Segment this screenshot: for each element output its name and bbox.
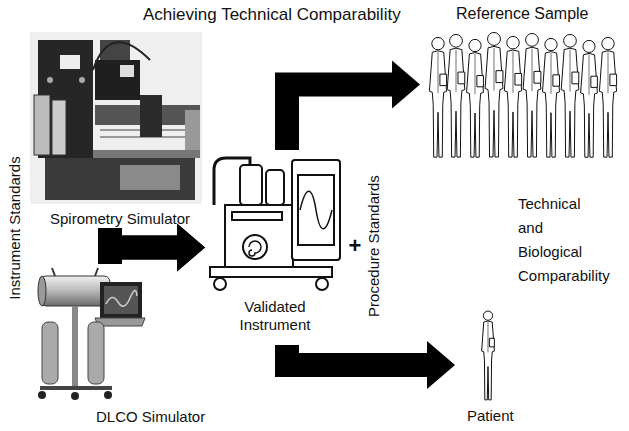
axis-label: Procedure Standards bbox=[365, 175, 383, 317]
validated-instrument-drawing-part bbox=[249, 241, 261, 256]
spirometry-photo-part bbox=[52, 100, 66, 155]
note-text: Technical and Biological Comparability bbox=[518, 192, 629, 288]
spirometry-simulator-label: Spirometry Simulator bbox=[50, 210, 190, 228]
spirometry-photo-part bbox=[140, 95, 162, 137]
dlco-simulator-photo-part bbox=[100, 282, 142, 318]
crowd-drawing-part bbox=[467, 39, 484, 157]
crowd-drawing-part bbox=[542, 38, 559, 157]
axis-label: Instrument Standards bbox=[6, 156, 24, 299]
crowd-drawing bbox=[429, 32, 616, 157]
spirometry-photo-part bbox=[79, 77, 85, 83]
crowd-drawing-part bbox=[429, 37, 446, 157]
spirometry-photo-part bbox=[120, 65, 134, 77]
crowd-drawing-part bbox=[561, 34, 579, 157]
dlco-simulator-photo-part bbox=[38, 276, 46, 306]
dlco-simulator-photo-part bbox=[38, 391, 46, 399]
dlco-simulator: DLCO Simulator bbox=[28, 264, 205, 426]
validated-instrument-drawing-part bbox=[225, 205, 293, 267]
crowd-drawing-part bbox=[485, 32, 503, 157]
validated-instrument-drawing-part bbox=[316, 278, 328, 290]
validated-instrument-label: Validated Instrument bbox=[225, 298, 325, 334]
validated-instrument-drawing-part bbox=[300, 191, 332, 229]
spirometry-photo-part bbox=[120, 165, 180, 190]
block-arrow bbox=[110, 224, 205, 272]
spirometry-simulator: Spirometry Simulator bbox=[28, 30, 203, 228]
plus-sign: + bbox=[345, 233, 365, 259]
arrow-shaft bbox=[110, 248, 177, 265]
dlco-simulator-photo bbox=[38, 268, 145, 400]
spirometry-photo-part bbox=[47, 77, 53, 83]
dlco-simulator-photo-part bbox=[95, 268, 98, 276]
dlco-simulator-photo-part bbox=[88, 322, 104, 384]
spirometry-photo-part bbox=[185, 110, 200, 150]
block-arrow bbox=[287, 61, 420, 151]
dlco-simulator-photo-part bbox=[42, 322, 58, 384]
patient: Patient bbox=[455, 305, 525, 425]
patient-drawing bbox=[482, 311, 495, 400]
validated-instrument-drawing-part bbox=[243, 235, 267, 259]
crowd-drawing-part bbox=[447, 34, 465, 157]
arrow-head bbox=[177, 224, 205, 272]
validated-instrument-drawing-part bbox=[292, 160, 340, 260]
crowd-drawing-part bbox=[504, 36, 521, 157]
block-arrow bbox=[110, 224, 205, 272]
arrow-head bbox=[392, 61, 420, 109]
reference-sample: Reference Sample bbox=[420, 4, 625, 165]
dlco-simulator-label: DLCO Simulator bbox=[96, 408, 205, 426]
crowd-drawing-part bbox=[523, 33, 541, 157]
validated-instrument-drawing-part bbox=[240, 165, 262, 205]
spirometry-photo-part bbox=[95, 60, 140, 100]
block-arrow bbox=[287, 341, 455, 389]
reference-sample-label: Reference Sample bbox=[456, 4, 589, 24]
dlco-simulator-photo-part bbox=[104, 391, 112, 399]
crowd-drawing-part bbox=[599, 37, 616, 157]
spirometry-photo-part bbox=[45, 158, 195, 200]
dlco-simulator-photo-part bbox=[72, 306, 78, 386]
dlco-simulator-photo-part bbox=[71, 392, 79, 400]
spirometry-photo-part bbox=[93, 42, 150, 70]
spirometry-photo-part bbox=[30, 32, 202, 204]
validated-instrument-drawing-part bbox=[266, 170, 284, 205]
validated-instrument-drawing-part bbox=[298, 175, 334, 245]
spirometry-photo-part bbox=[60, 55, 80, 69]
patient-drawing-part bbox=[482, 311, 495, 400]
dlco-simulator-photo-part bbox=[40, 386, 112, 390]
arrow-shaft bbox=[287, 345, 427, 365]
dlco-simulator-photo-part bbox=[52, 268, 55, 276]
arrow-head bbox=[427, 341, 455, 389]
validated-instrument-drawing bbox=[210, 158, 340, 290]
validated-instrument: Validated Instrument bbox=[205, 150, 345, 345]
crowd-drawing-part bbox=[581, 40, 598, 157]
dlco-simulator-photo-part bbox=[40, 276, 110, 306]
arrow-shaft bbox=[287, 85, 392, 151]
arrow-head bbox=[177, 224, 205, 272]
spirometry-photo bbox=[30, 32, 202, 204]
dlco-simulator-photo-part bbox=[106, 290, 137, 306]
diagram-title: Achieving Technical Comparability bbox=[143, 5, 401, 25]
patient-label: Patient bbox=[467, 407, 514, 425]
validated-instrument-drawing-part bbox=[210, 267, 332, 277]
validated-instrument-drawing-part bbox=[214, 278, 226, 290]
validated-instrument-drawing-part bbox=[232, 212, 282, 220]
dlco-simulator-photo-part bbox=[104, 286, 138, 314]
spirometry-photo-part bbox=[34, 95, 50, 155]
